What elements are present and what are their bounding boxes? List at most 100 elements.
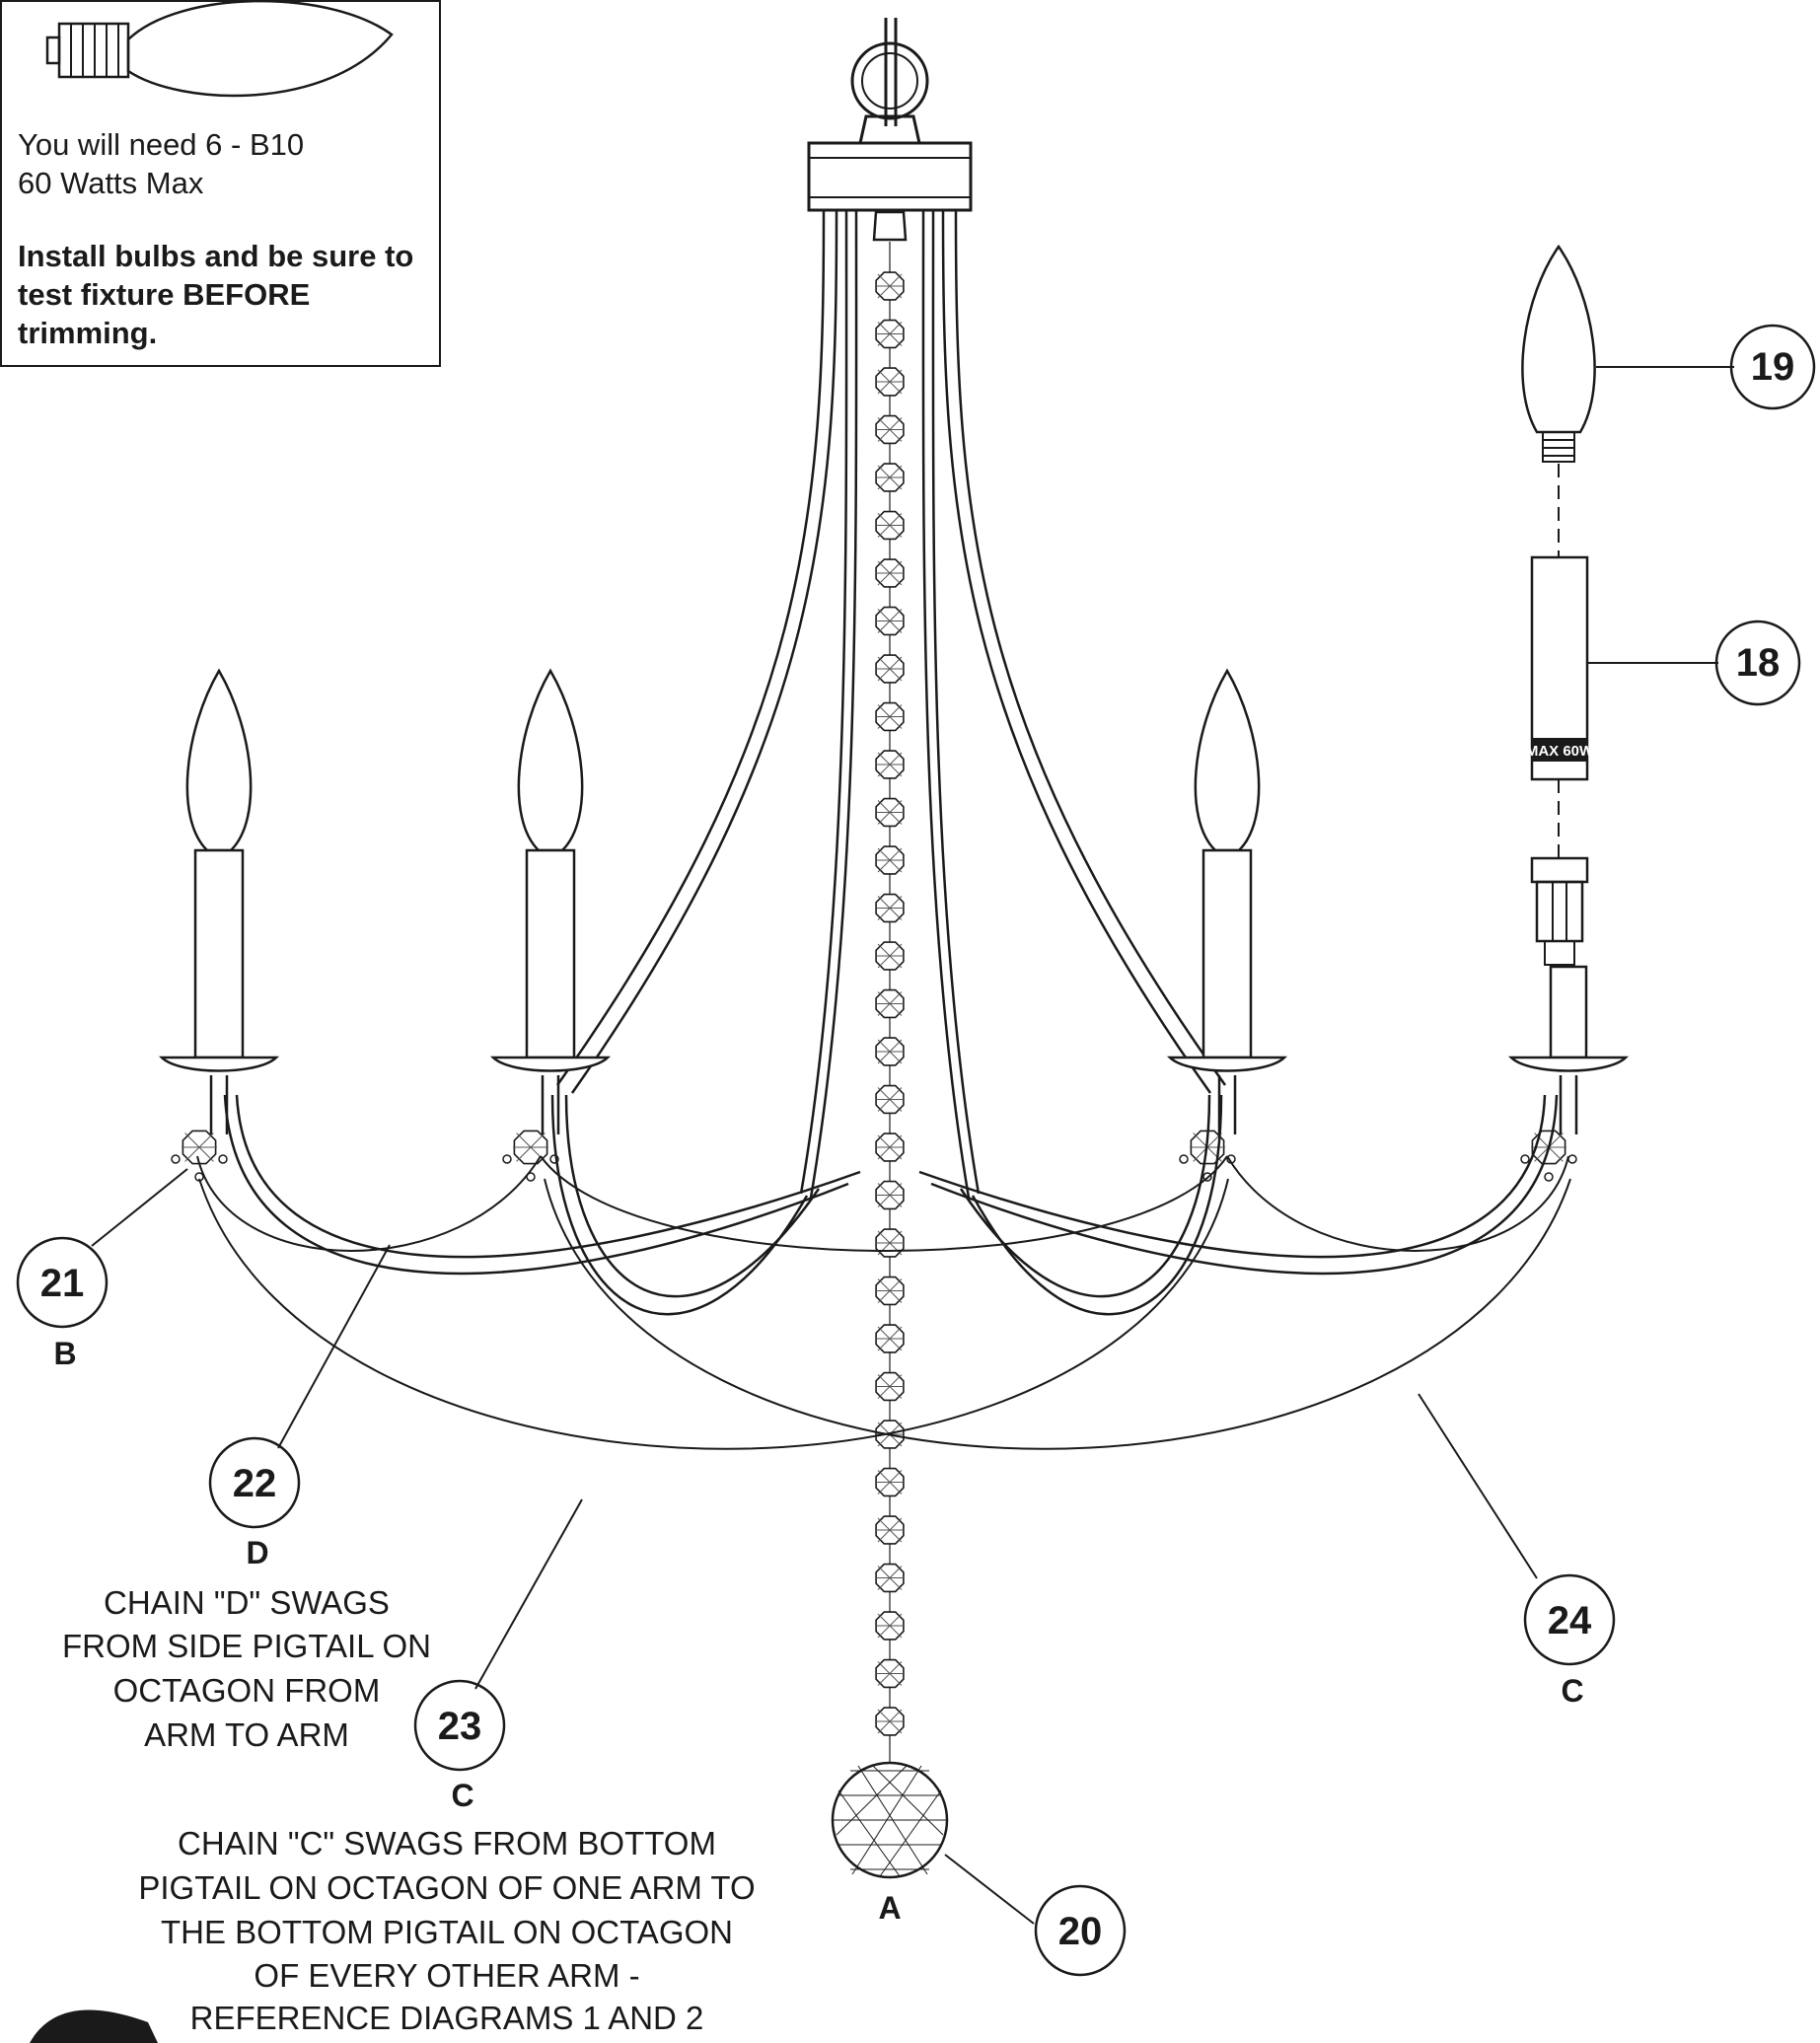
- bobeche: [489, 1056, 612, 1072]
- candle-bulb: [517, 668, 584, 852]
- warning-line-2: test fixture BEFORE: [18, 277, 311, 312]
- chain-crystal: [875, 1276, 905, 1306]
- chain-crystal: [875, 1228, 905, 1258]
- chain-crystal: [875, 654, 905, 684]
- svg-text:OF EVERY OTHER ARM -: OF EVERY OTHER ARM -: [254, 1957, 639, 1994]
- svg-text:C: C: [451, 1778, 473, 1813]
- crystal-ball: [831, 1761, 949, 1879]
- chain-crystal: [875, 1132, 905, 1162]
- candle-socket: [1549, 965, 1588, 1059]
- arm-4: [1507, 965, 1630, 1182]
- chain-crystal: [875, 1084, 905, 1115]
- svg-text:A: A: [878, 1890, 901, 1926]
- svg-text:20: 20: [1058, 1910, 1103, 1953]
- chain-d-swags: [196, 1155, 1569, 1252]
- chain-d-note: CHAIN "D" SWAGS FROM SIDE PIGTAIL ON OCT…: [62, 1584, 431, 1753]
- chain-crystal: [875, 988, 905, 1019]
- svg-text:D: D: [246, 1535, 268, 1570]
- callout-21: 21 B: [16, 1236, 109, 1371]
- callout-24: 24 C: [1523, 1573, 1616, 1709]
- chain-c-swags: [198, 1178, 1571, 1450]
- chain-crystal: [875, 1515, 905, 1545]
- chain-c-note: CHAIN "C" SWAGS FROM BOTTOM PIGTAIL ON O…: [138, 1825, 755, 2036]
- arm-curve: [223, 1094, 849, 1276]
- svg-text:ARM TO ARM: ARM TO ARM: [144, 1716, 349, 1753]
- chain-crystal: [875, 1371, 905, 1402]
- svg-text:C: C: [1561, 1673, 1583, 1709]
- callout-18: 18: [1714, 620, 1801, 706]
- chain-crystal: [875, 367, 905, 397]
- chain-crystal: [875, 797, 905, 828]
- chain-crystal: [875, 463, 905, 492]
- bulb-count-text: You will need 6 - B10: [18, 127, 305, 162]
- logo-mark: [30, 2009, 158, 2043]
- svg-text:FROM SIDE PIGTAIL ON: FROM SIDE PIGTAIL ON: [62, 1628, 431, 1664]
- canopy: [807, 18, 973, 242]
- arm-curve: [550, 1094, 809, 1316]
- warning-line-3: trimming.: [18, 316, 158, 350]
- arm-2: [489, 668, 612, 1182]
- chain-crystal: [875, 558, 905, 588]
- candle-bulb: [185, 668, 253, 852]
- chain-crystal: [875, 606, 905, 636]
- chain-crystal: [875, 1563, 905, 1593]
- candle-sleeve: [525, 848, 576, 1059]
- chain-crystal: [875, 1658, 905, 1689]
- arm-octagon-crystal: [182, 1130, 217, 1165]
- bobeche: [1507, 1056, 1630, 1072]
- svg-text:OCTAGON FROM: OCTAGON FROM: [113, 1672, 381, 1709]
- chain-crystal: [875, 701, 905, 732]
- svg-text:THE BOTTOM PIGTAIL ON OCTAGON: THE BOTTOM PIGTAIL ON OCTAGON: [161, 1914, 733, 1950]
- svg-text:CHAIN "D" SWAGS: CHAIN "D" SWAGS: [104, 1584, 390, 1621]
- b10-bulb-icon: [45, 2, 394, 98]
- bobeche: [1166, 1056, 1288, 1072]
- svg-text:22: 22: [233, 1462, 277, 1505]
- chain-crystal: [875, 319, 905, 349]
- svg-text:PIGTAIL ON OCTAGON OF ONE ARM: PIGTAIL ON OCTAGON OF ONE ARM TO: [138, 1869, 755, 1906]
- callout-20: 20 A: [878, 1884, 1127, 1977]
- chain-crystal: [875, 941, 905, 971]
- svg-text:CHAIN "C" SWAGS FROM BOTTOM: CHAIN "C" SWAGS FROM BOTTOM: [178, 1825, 716, 1861]
- candle-bulb: [1194, 668, 1261, 852]
- arm-curve: [930, 1094, 1559, 1276]
- arm-curve: [971, 1094, 1223, 1316]
- callout-19: 19: [1729, 324, 1816, 410]
- chain-crystal: [875, 510, 905, 541]
- chain-crystal: [875, 845, 905, 875]
- arm-curve: [918, 1094, 1547, 1259]
- center-crystal-chain: [875, 242, 905, 1764]
- chain-crystal: [875, 1324, 905, 1353]
- wattage-text: 60 Watts Max: [18, 166, 204, 200]
- callout-22: 22 D: [208, 1436, 301, 1570]
- chain-crystal: [875, 414, 905, 445]
- candle-sleeve: [1201, 848, 1253, 1059]
- arm-curve: [959, 1094, 1211, 1298]
- svg-text:21: 21: [40, 1262, 85, 1305]
- arm-curve: [564, 1094, 821, 1298]
- central-stems: [555, 209, 1227, 1199]
- svg-text:REFERENCE DIAGRAMS 1 AND 2: REFERENCE DIAGRAMS 1 AND 2: [190, 2000, 704, 2036]
- bulb-requirements-box: You will need 6 - B10 60 Watts Max Insta…: [0, 0, 441, 367]
- exploded-candle-sleeve: MAX 60W: [1526, 555, 1594, 858]
- callout-23: 23 C: [413, 1679, 506, 1813]
- arm-3: [1166, 668, 1288, 1182]
- arm-curve: [235, 1094, 861, 1259]
- bobeche: [158, 1056, 280, 1072]
- leader-lines: [91, 366, 1734, 1925]
- arms-group: [158, 668, 1630, 1316]
- chain-crystal: [875, 1611, 905, 1641]
- svg-text:18: 18: [1736, 641, 1781, 685]
- chain-crystal: [875, 1467, 905, 1497]
- chain-crystal: [875, 750, 905, 779]
- svg-text:23: 23: [438, 1705, 482, 1748]
- chain-crystal: [875, 893, 905, 923]
- warning-line-1: Install bulbs and be sure to: [18, 239, 414, 273]
- svg-text:24: 24: [1548, 1599, 1592, 1642]
- arm-1: [158, 668, 280, 1182]
- chain-crystal: [875, 1707, 905, 1736]
- exploded-bulb: [1521, 244, 1596, 557]
- chain-crystal: [875, 1180, 905, 1210]
- svg-text:19: 19: [1751, 345, 1795, 389]
- exploded-socket: [1530, 856, 1589, 966]
